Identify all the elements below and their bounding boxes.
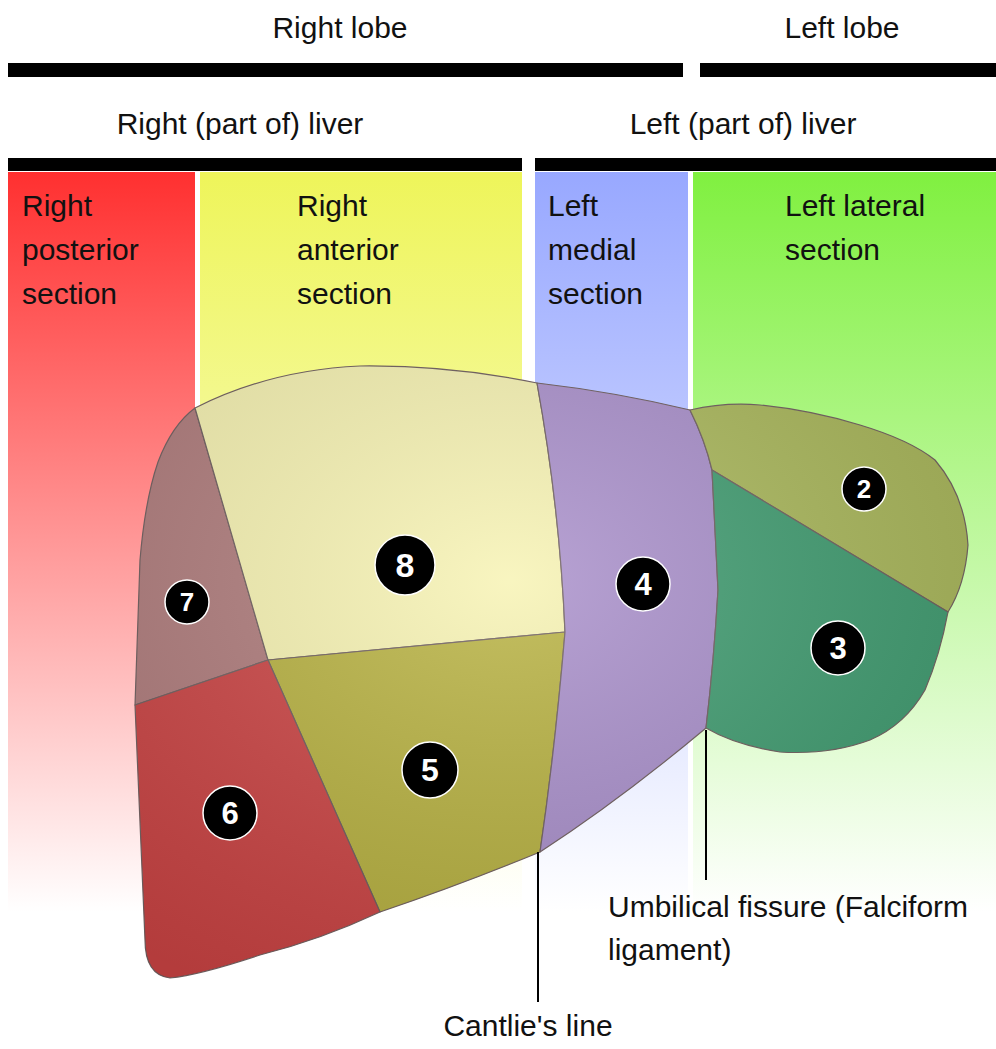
- heading-label: Left (part of) liver: [630, 104, 857, 144]
- number-badge: [165, 580, 209, 624]
- section-title: Left lateral section: [785, 184, 935, 272]
- heading-label: Right lobe: [272, 8, 407, 48]
- number-badge: [842, 467, 886, 511]
- section-title: Left medial section: [548, 184, 683, 316]
- number-badge: [203, 786, 257, 840]
- callout-number: 6: [221, 798, 238, 829]
- annotation-label: Umbilical fissure (Falciform ligament): [608, 885, 983, 971]
- section-band: Right anterior section: [200, 172, 522, 912]
- number-badge: [616, 557, 670, 611]
- section-title: Right anterior section: [297, 184, 472, 316]
- bracket-bar: [8, 63, 683, 77]
- heading-label: Right (part of) liver: [117, 104, 364, 144]
- leader-line: [705, 730, 707, 880]
- heading-label: Left lobe: [784, 8, 899, 48]
- bracket-bar: [700, 63, 996, 77]
- bracket-bar: [8, 158, 522, 171]
- section-band: Right posterior section: [8, 172, 195, 912]
- callout-number: 4: [634, 569, 651, 600]
- leader-line: [537, 852, 539, 1002]
- number-badge: [402, 742, 458, 798]
- number-badge: [375, 535, 435, 595]
- section-title: Right posterior section: [22, 184, 191, 316]
- bracket-bar: [535, 158, 996, 171]
- callout-number: 8: [396, 548, 415, 582]
- heading-label: Cantlie's line: [443, 1006, 612, 1046]
- section-band: Left lateral section: [693, 172, 996, 912]
- liver-shading: [135, 366, 968, 978]
- section-band: Left medial section: [535, 172, 688, 912]
- callout-number: 5: [421, 754, 439, 786]
- callout-number: 7: [180, 589, 194, 615]
- number-badge: [811, 621, 865, 675]
- callout-number: 2: [857, 476, 871, 502]
- callout-number: 3: [829, 633, 846, 664]
